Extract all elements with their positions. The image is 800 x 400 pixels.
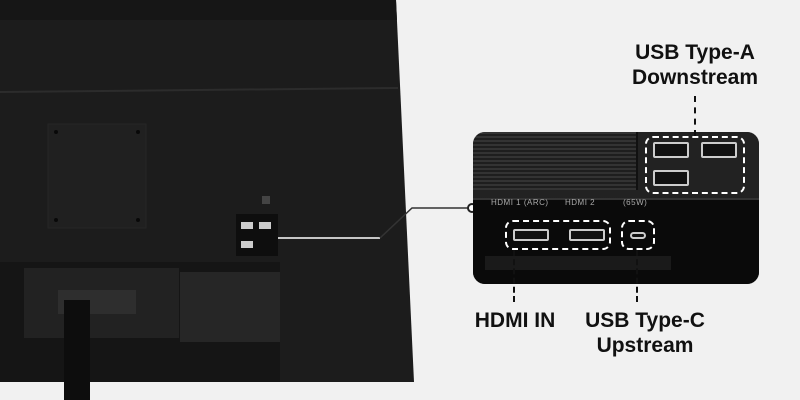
port-closeup: HDMI 1 (ARC) HDMI 2 (65W) xyxy=(473,132,759,284)
callout-usb-type-a: USB Type-A Downstream xyxy=(610,40,780,90)
callout-usb-type-c: USB Type-C Upstream xyxy=(570,308,720,358)
callout-usb-c-line1: USB Type-C xyxy=(585,309,705,332)
monitor-back xyxy=(0,0,414,400)
hdmi-port-2 xyxy=(569,229,605,241)
vesa-mount xyxy=(47,123,147,229)
hdmi-port-1 xyxy=(513,229,549,241)
usb-a-port-1 xyxy=(653,142,689,158)
usb-a-port-3 xyxy=(653,170,689,186)
port-label-hdmi2: HDMI 2 xyxy=(565,198,596,207)
callout-hdmi-in: HDMI IN xyxy=(460,308,570,333)
port-label-usbc: (65W) xyxy=(623,198,648,207)
port-label-hdmi1: HDMI 1 (ARC) xyxy=(491,198,549,207)
port-area xyxy=(236,214,278,256)
stand-neck xyxy=(64,300,90,400)
usb-c-port xyxy=(630,232,646,239)
callout-usb-a-line1: USB Type-A xyxy=(635,41,755,64)
callout-hdmi-line1: HDMI IN xyxy=(474,309,556,332)
callout-usb-a-line2: Downstream xyxy=(631,66,759,89)
usb-a-port-2 xyxy=(701,142,737,158)
callout-usb-c-line2: Upstream xyxy=(596,334,694,357)
